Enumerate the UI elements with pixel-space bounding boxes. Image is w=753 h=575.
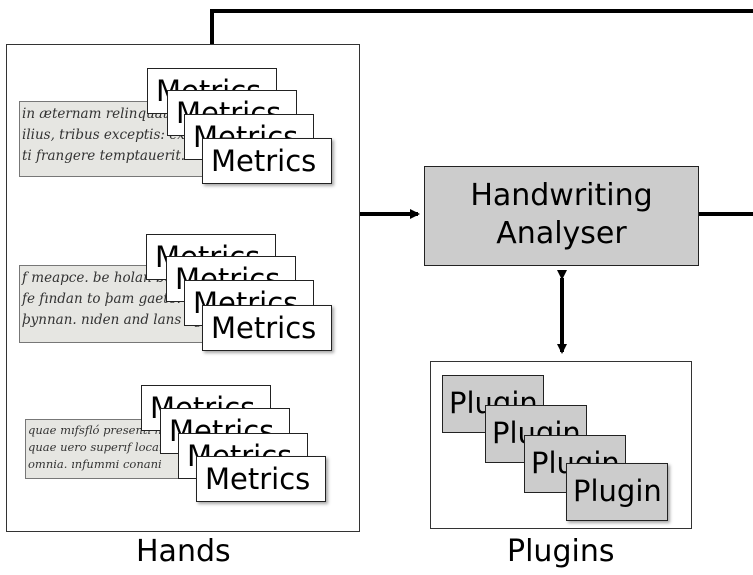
plugins-caption: Plugins	[507, 534, 615, 569]
manuscript-line: fe fından to þam gaete. op	[22, 291, 203, 307]
manuscript-line: ilius, tribus exceptis: expe	[22, 127, 202, 143]
analyser-title-line2: Analyser	[496, 216, 627, 251]
plugin-card: Plugin	[566, 463, 668, 521]
metrics-card: Metrics	[202, 138, 332, 184]
manuscript-line: ti frangere temptauerit. den	[22, 148, 209, 164]
metrics-card: Metrics	[202, 305, 332, 351]
analyser-title-line1: Handwriting	[470, 178, 653, 213]
handwriting-analyser-box: Handwriting Analyser	[424, 166, 699, 266]
metrics-card: Metrics	[196, 456, 326, 502]
manuscript-line: omnia. ınfummi conani	[28, 457, 162, 471]
feedback-arrow	[207, 9, 753, 54]
manuscript-line: þynnan. nıden and lans bgasan	[22, 312, 208, 328]
hands-caption: Hands	[136, 534, 231, 569]
manuscript-line: quae uero superıf locanr	[28, 440, 172, 454]
